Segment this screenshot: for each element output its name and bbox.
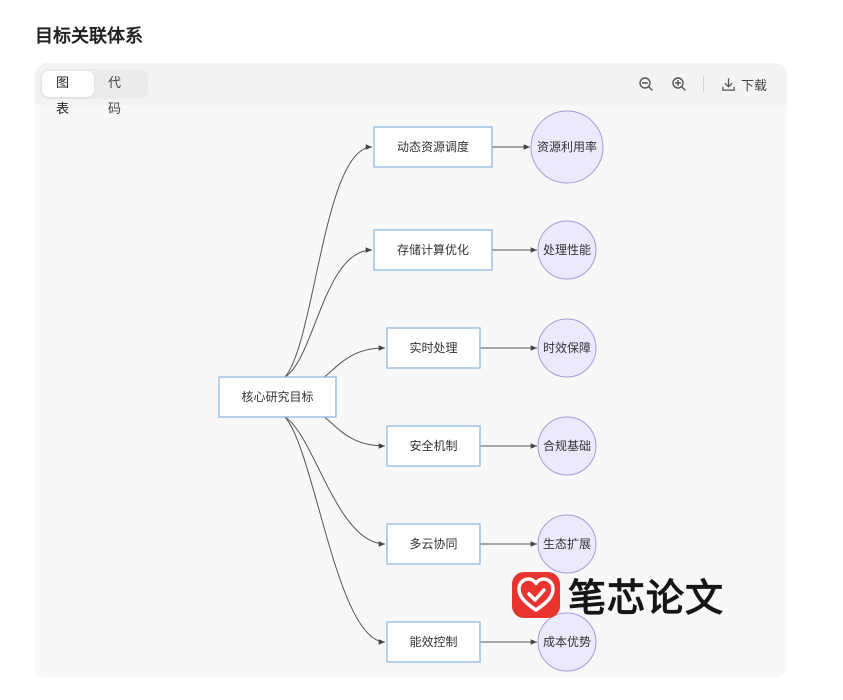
toolbar-divider bbox=[703, 76, 704, 92]
outcome-node-label: 成本优势 bbox=[543, 635, 591, 649]
outcome-node-label: 合规基础 bbox=[543, 438, 591, 453]
edge-root-to-branch bbox=[284, 416, 386, 547]
page-title: 目标关联体系 bbox=[35, 26, 143, 47]
branch-node bbox=[386, 327, 481, 369]
outcome-node bbox=[530, 110, 604, 184]
outcome-node bbox=[537, 612, 597, 672]
outcome-node bbox=[537, 416, 597, 476]
outcome-node-label: 资源利用率 bbox=[537, 139, 597, 154]
branch-node bbox=[373, 126, 493, 168]
zoom-out-icon bbox=[639, 77, 653, 91]
branch-node-label: 能效控制 bbox=[409, 634, 457, 649]
toolbar: 图表 代码 下载 bbox=[35, 63, 787, 117]
outcome-node-label: 处理性能 bbox=[543, 243, 591, 257]
outcome-node bbox=[537, 318, 597, 378]
watermark-text: 笔芯论文 bbox=[568, 576, 725, 620]
branch-node-label: 多云协同 bbox=[409, 536, 457, 551]
branch-node bbox=[386, 621, 481, 663]
download-label: 下载 bbox=[741, 78, 768, 94]
branch-node bbox=[373, 229, 493, 271]
diagram-panel: 图表 代码 下载 bbox=[35, 63, 787, 678]
download-icon bbox=[722, 77, 735, 91]
outcome-node-label: 生态扩展 bbox=[543, 537, 591, 551]
outcome-node bbox=[537, 514, 597, 574]
branch-node bbox=[386, 425, 481, 467]
zoom-out-button[interactable] bbox=[638, 74, 654, 94]
edge-root-to-branch bbox=[284, 144, 373, 378]
tab-chart[interactable]: 图表 bbox=[42, 71, 94, 117]
branch-node-label: 存储计算优化 bbox=[397, 242, 469, 257]
branch-node-label: 动态资源调度 bbox=[397, 139, 469, 154]
outcome-node bbox=[537, 220, 597, 280]
download-button[interactable]: 下载 bbox=[721, 74, 767, 94]
branch-node-label: 实时处理 bbox=[409, 340, 457, 355]
branch-node-label: 安全机制 bbox=[409, 438, 457, 453]
zoom-in-button[interactable] bbox=[671, 74, 687, 94]
view-tabs: 图表 代码 bbox=[40, 69, 148, 117]
root-node-label: 核心研究目标 bbox=[241, 389, 313, 404]
watermark: 笔芯论文 bbox=[512, 567, 724, 622]
zoom-in-icon bbox=[672, 77, 686, 91]
tab-code[interactable]: 代码 bbox=[108, 76, 122, 117]
diagram-canvas: 核心研究目标 动态资源调度 资源利用率存储计算优化 处理性能实时处理 时效保障安全机制 合… bbox=[35, 105, 787, 678]
heart-logo-icon bbox=[512, 571, 560, 618]
edge-root-to-branch bbox=[284, 416, 386, 645]
edge-root-to-branch bbox=[284, 247, 373, 378]
branch-node bbox=[386, 523, 481, 565]
outcome-node-label: 时效保障 bbox=[543, 340, 591, 355]
root-node bbox=[218, 376, 337, 418]
